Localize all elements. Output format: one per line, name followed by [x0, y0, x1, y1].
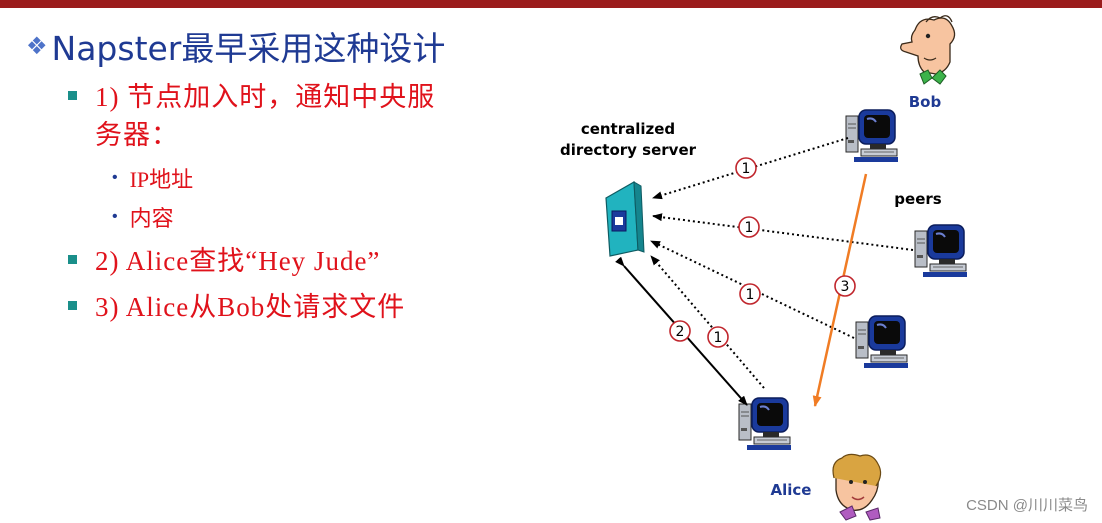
peers-label: peers [894, 190, 941, 208]
svg-text:1: 1 [745, 220, 754, 236]
watermark: CSDN @川川菜鸟 [966, 497, 1088, 514]
svg-text:1: 1 [746, 287, 755, 303]
peer-computer-icon [914, 224, 968, 278]
step-label: 2 [669, 320, 691, 342]
server-label-line-1: centralized [581, 120, 675, 138]
sub-bullet-ip: • IP地址 [112, 162, 193, 194]
bullet-item-1: 1) 节点加入时，通知中央服 务器： [68, 78, 435, 154]
step-label: 1 [738, 216, 760, 238]
directory-server-icon [605, 180, 645, 257]
diamond-bullet-icon: ❖ [26, 32, 48, 60]
bullet-1-line-1: 1) 节点加入时，通知中央服 [95, 82, 436, 112]
svg-text:3: 3 [841, 279, 850, 295]
join-arrows [650, 137, 914, 389]
bullet-item-3: 3) Alice从Bob处请求文件 [68, 288, 405, 326]
step-label: 1 [739, 283, 761, 305]
alice-face-icon [832, 453, 882, 521]
sub-bullet-content: • 内容 [112, 201, 174, 233]
bob-face-icon [900, 15, 956, 85]
bullet-item-2: 2) Alice查找“Hey Jude” [68, 242, 380, 280]
step-label: 1 [735, 157, 757, 179]
step-label: 3 [834, 275, 856, 297]
bullet-1-line-2: 务器： [95, 120, 179, 150]
square-bullet-icon [68, 301, 77, 310]
alice-label: Alice [771, 481, 812, 499]
bullet-3-text: 3) Alice从Bob处请求文件 [95, 292, 406, 322]
square-bullet-icon [68, 91, 77, 100]
top-accent-bar [0, 0, 1102, 8]
square-bullet-icon [68, 255, 77, 264]
dot-bullet-icon: • [112, 169, 118, 186]
sub-bullet-ip-text: IP地址 [129, 167, 194, 192]
slide-title-text: Napster最早采用这种设计 [51, 29, 446, 68]
bob-label: Bob [909, 93, 942, 111]
peer-computer-icon [855, 315, 909, 369]
server-label-line-2: directory server [560, 141, 697, 159]
slide-title: ❖ Napster最早采用这种设计 [26, 24, 445, 68]
svg-text:1: 1 [742, 161, 751, 177]
peer-computer-alice-icon [738, 397, 792, 451]
step-label: 1 [707, 326, 729, 348]
bullet-2-text: 2) Alice查找“Hey Jude” [95, 246, 381, 276]
svg-text:1: 1 [714, 330, 723, 346]
peer-computer-bob-icon [845, 109, 899, 163]
dot-bullet-icon: • [112, 208, 118, 225]
sub-bullet-content-text: 内容 [129, 206, 174, 231]
svg-text:2: 2 [676, 324, 685, 340]
